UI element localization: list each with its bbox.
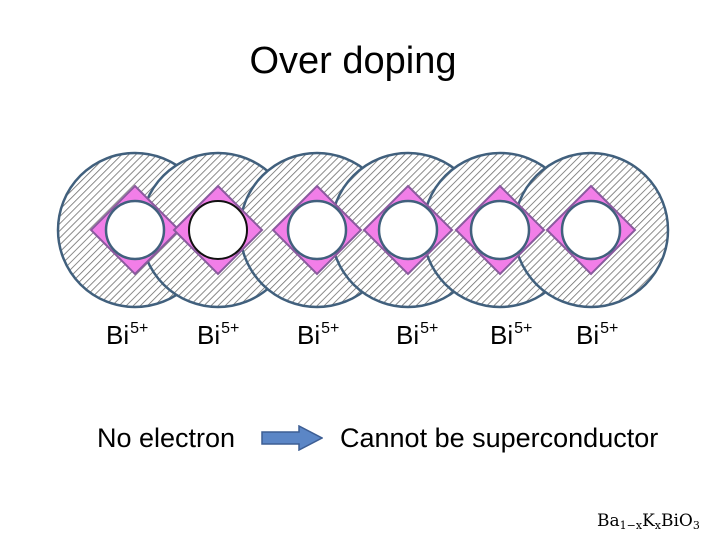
no-electron-caption: No electron [97,423,236,453]
bi-ion-label: Bi5+ [297,320,339,351]
ion-charge: 5+ [514,320,533,337]
bismuth-site [560,199,622,261]
bismuth-site [188,200,248,260]
ion-charge: 5+ [221,320,240,337]
bi-ion-label: Bi5+ [106,320,148,351]
cannot-superconduct-caption: Cannot be superconductor [340,423,659,453]
ion-charge: 5+ [130,320,149,337]
bi-ion-label: Bi5+ [396,320,438,351]
chemical-formula: Ba1−xKxBiO3 [597,511,700,532]
bismuth-site [469,199,531,261]
formula-o-subscript: 3 [692,519,700,532]
formula-ba-subscript: 1−x [619,519,643,532]
bi-ion-label: Bi5+ [197,320,239,351]
ion-symbol: Bi [576,320,600,350]
formula-bio: BiO [660,511,693,531]
right-arrow-icon [261,425,323,451]
bismuth-site [377,199,439,261]
bismuth-site [104,199,166,261]
ion-symbol: Bi [106,320,130,350]
bi-ion-label: Bi5+ [490,320,532,351]
bi-ion-label: Bi5+ [576,320,618,351]
ion-symbol: Bi [297,320,321,350]
ion-symbol: Bi [197,320,221,350]
formula-k-subscript: x [654,519,661,532]
slide-title: Over doping [249,40,457,82]
formula-ba: Ba [597,511,620,531]
ion-charge: 5+ [420,320,439,337]
formula-k: K [642,511,655,531]
ion-charge: 5+ [600,320,619,337]
ion-charge: 5+ [321,320,340,337]
ion-symbol: Bi [396,320,420,350]
bismuth-site [286,199,348,261]
ion-symbol: Bi [490,320,514,350]
